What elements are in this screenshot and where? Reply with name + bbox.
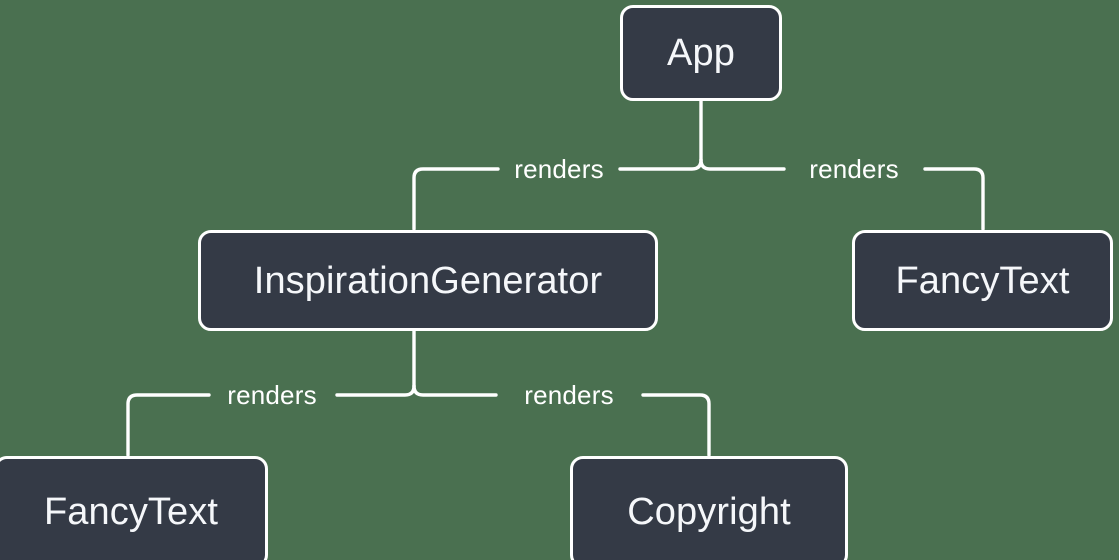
- edge-label-inspiration-to-fancytext-left: renders: [218, 382, 326, 408]
- node-fancytext-left-label: FancyText: [43, 491, 219, 533]
- node-fancytext-left[interactable]: FancyText: [0, 456, 268, 560]
- edge-label-app-to-inspiration: renders: [505, 156, 613, 182]
- node-fancytext-right-label: FancyText: [895, 259, 1070, 302]
- node-inspiration-generator[interactable]: InspirationGenerator: [198, 230, 658, 331]
- node-fancytext-right[interactable]: FancyText: [852, 230, 1113, 331]
- node-copyright-label: Copyright: [627, 491, 791, 533]
- node-app-label: App: [667, 32, 735, 74]
- edge-label-inspiration-to-copyright: renders: [515, 382, 623, 408]
- edge-label-app-to-fancytext-right: renders: [800, 156, 908, 182]
- node-app[interactable]: App: [620, 5, 782, 101]
- node-copyright[interactable]: Copyright: [570, 456, 848, 560]
- node-inspiration-generator-label: InspirationGenerator: [253, 259, 603, 302]
